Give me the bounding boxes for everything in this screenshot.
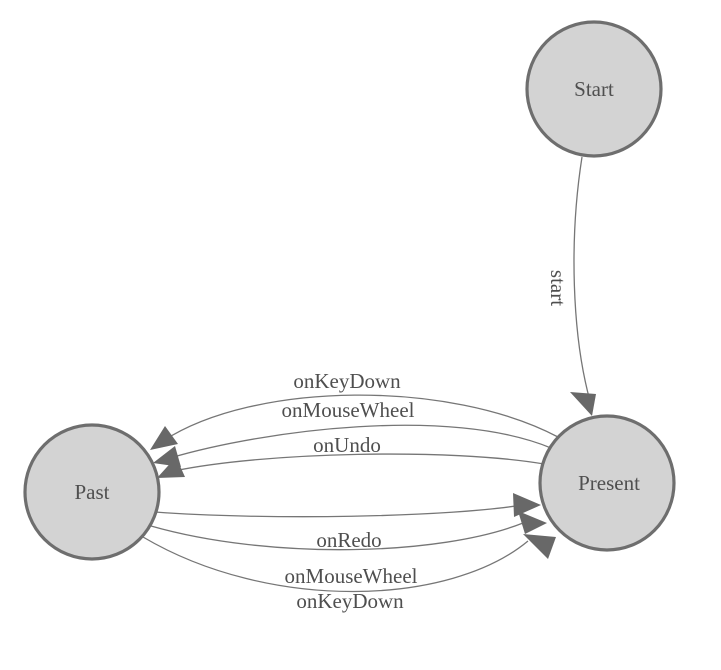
edge-label-onkeydown-bottom: onKeyDown <box>296 589 404 613</box>
label-layer: Start Past Present start onKeyDown onMou… <box>74 77 640 613</box>
edge-past-to-present-onkeydown-arrowhead <box>523 534 556 559</box>
state-node-past-label: Past <box>74 480 109 504</box>
edge-present-to-past-onkeydown-arrowhead <box>150 426 178 450</box>
edge-past-to-present-onredo-arrowhead <box>513 493 541 517</box>
edge-present-to-past-onmousewheel <box>169 424 552 459</box>
edge-start-to-present-arrowhead <box>570 392 596 416</box>
edge-past-to-present-onmousewheel <box>150 522 524 551</box>
state-node-present[interactable] <box>538 414 676 552</box>
edge-label-onredo: onRedo <box>316 528 381 552</box>
edge-label-onmousewheel-top: onMouseWheel <box>282 398 415 422</box>
edge-label-onkeydown-top: onKeyDown <box>293 369 401 393</box>
node-layer <box>23 20 676 561</box>
state-node-past[interactable] <box>23 423 161 561</box>
edge-label-onmousewheel-bottom: onMouseWheel <box>285 564 418 588</box>
edge-past-to-present-onmousewheel-arrowhead <box>518 511 547 534</box>
edge-layer <box>142 156 596 593</box>
edge-present-to-past-onundo-arrowhead <box>157 457 185 478</box>
state-node-start[interactable] <box>525 20 663 158</box>
edge-label-start: start <box>546 270 570 306</box>
edge-past-to-present-onkeydown <box>142 536 529 593</box>
edge-start-to-present <box>573 156 591 402</box>
edge-present-to-past-onundo <box>173 453 545 472</box>
state-node-start-label: Start <box>574 77 614 101</box>
state-node-present-label: Present <box>578 471 640 495</box>
edge-past-to-present-onredo <box>154 503 529 518</box>
edge-label-onundo: onUndo <box>313 433 381 457</box>
edge-present-to-past-onkeydown <box>162 394 559 442</box>
